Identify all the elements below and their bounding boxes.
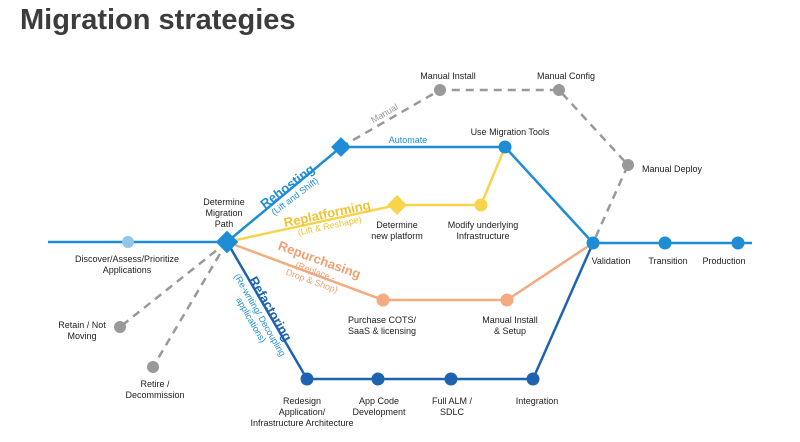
page-title: Migration strategies <box>20 4 296 36</box>
label-line: Production <box>702 256 745 266</box>
label-full-alm: Full ALM /SDLC <box>432 396 473 417</box>
manual-deploy-node <box>622 159 634 171</box>
label-production: Production <box>702 256 745 266</box>
label-line: Modify underlying <box>448 220 519 230</box>
modify-infra-node <box>474 198 488 212</box>
label-manual-install-setup: Manual Install& Setup <box>482 315 538 336</box>
retire-path <box>151 241 229 368</box>
label-line: SaaS & licensing <box>348 326 416 336</box>
label-line: Integration <box>516 396 559 406</box>
label-line: Decommission <box>125 390 184 400</box>
edge-label-manual: Manual <box>369 102 400 125</box>
label-line: Validation <box>592 256 631 266</box>
manual-path <box>340 88 630 244</box>
full-alm-node <box>444 372 458 386</box>
label-line: Purchase COTS/ <box>348 315 417 325</box>
label-retire: Retire /Decommission <box>125 379 184 400</box>
label-line: Use Migration Tools <box>471 127 550 137</box>
label-line: Applications <box>103 265 152 275</box>
manual-install-node <box>434 84 446 96</box>
label-line: SDLC <box>440 407 465 417</box>
label-purchase-cots: Purchase COTS/SaaS & licensing <box>348 315 417 336</box>
label-line: Determine <box>203 197 245 207</box>
label-line: Determine <box>376 220 418 230</box>
label-integration: Integration <box>516 396 559 406</box>
redesign-node <box>300 372 314 386</box>
label-line: Infrastructure <box>456 231 509 241</box>
label-line: Retain / Not <box>58 320 106 330</box>
retain-path <box>119 241 228 328</box>
label-manual-install-top: Manual Install <box>420 71 476 81</box>
rehosting-path <box>226 145 594 244</box>
label-line: Moving <box>67 331 96 341</box>
discover-node <box>122 236 134 248</box>
retain-node <box>114 321 126 333</box>
label-line: Manual Deploy <box>642 164 703 174</box>
label-transition: Transition <box>648 256 687 266</box>
label-line: Discover/Assess/Prioritize <box>75 254 179 264</box>
label-line: Migration <box>205 208 242 218</box>
label-manual-config: Manual Config <box>537 71 595 81</box>
purchase-cots-node <box>376 293 390 307</box>
label-use-migration-tools: Use Migration Tools <box>471 127 550 137</box>
manual-install-setup-node <box>500 293 514 307</box>
refactoring-path <box>225 241 595 381</box>
integration-node <box>526 372 540 386</box>
label-line: Transition <box>648 256 687 266</box>
label-line: Full ALM / <box>432 396 473 406</box>
production-node <box>731 236 745 250</box>
edge-label-automate: Automate <box>389 135 428 145</box>
retire-node <box>147 361 159 373</box>
app-code-node <box>371 372 385 386</box>
validation-node <box>586 236 600 250</box>
label-line: new platform <box>371 231 423 241</box>
repurchasing-path <box>226 240 594 302</box>
label-line: Path <box>215 219 234 229</box>
label-manual-deploy: Manual Deploy <box>642 164 703 174</box>
label-line: Manual Install <box>482 315 538 325</box>
replatforming-path <box>226 146 507 244</box>
label-line: Application/ <box>279 407 326 417</box>
label-line: Manual Config <box>537 71 595 81</box>
migration-tools-node <box>498 140 512 154</box>
label-line: Redesign <box>283 396 321 406</box>
label-line: & Setup <box>494 326 526 336</box>
label-line: Manual Install <box>420 71 476 81</box>
label-validation: Validation <box>592 256 631 266</box>
determine-platform-node <box>387 195 407 215</box>
label-line: Infrastructure Architecture <box>250 418 353 428</box>
rehosting-node <box>331 137 351 157</box>
manual-config-node <box>553 84 565 96</box>
label-line: Development <box>352 407 406 417</box>
label-line: Retire / <box>140 379 170 389</box>
transition-node <box>658 236 672 250</box>
label-line: App Code <box>359 396 399 406</box>
